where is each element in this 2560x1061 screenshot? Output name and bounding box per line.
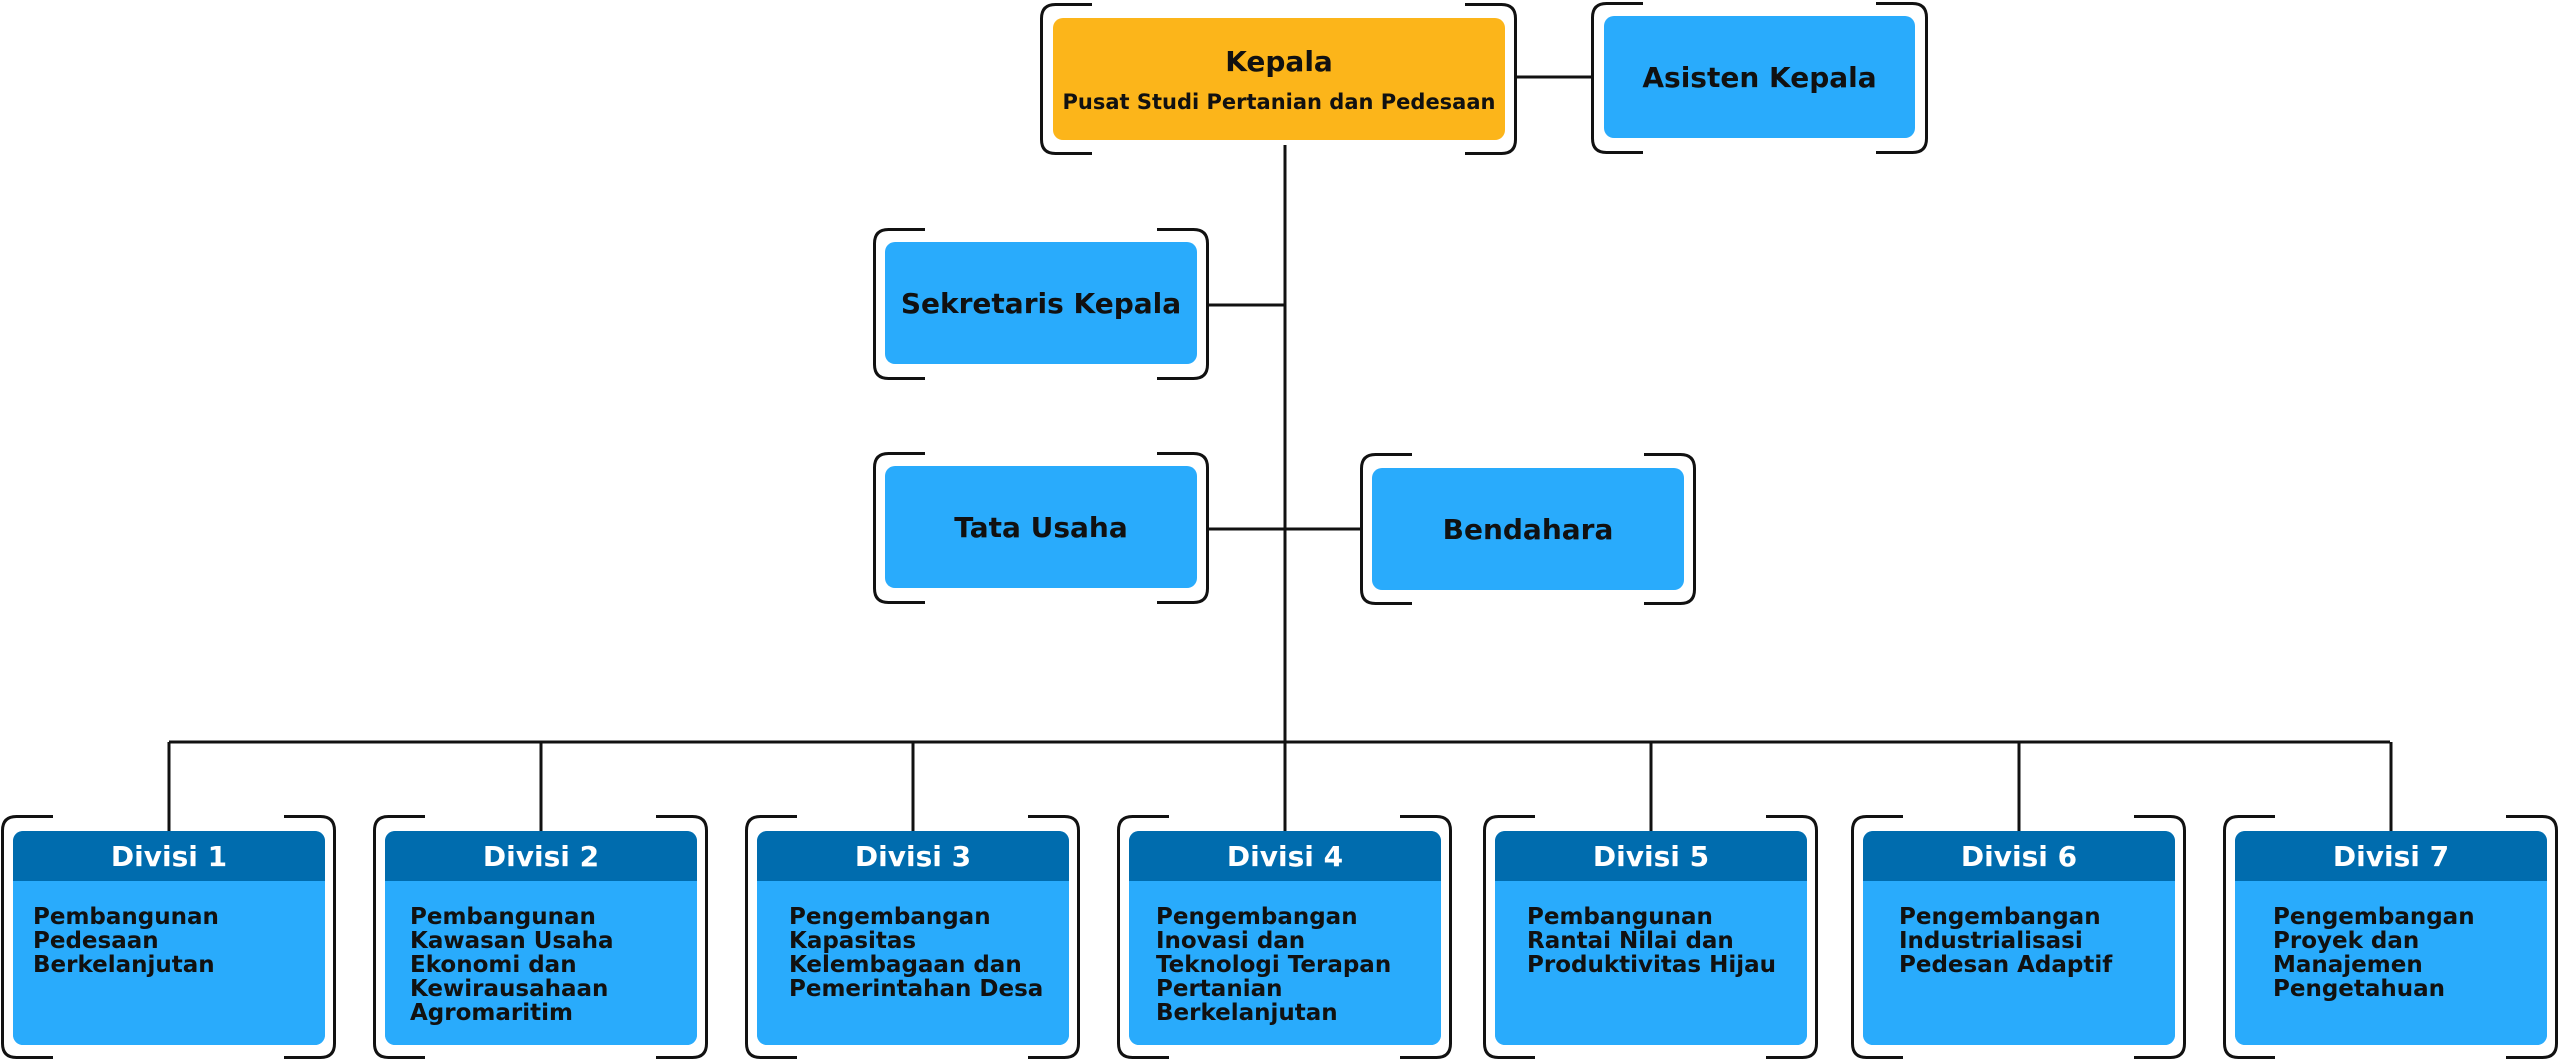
kepala-frame: [1040, 3, 1517, 155]
kepala-title: Kepala: [1225, 44, 1333, 78]
corner-brackets: [2223, 815, 2558, 1059]
division-card-4[interactable]: Divisi 4 Pengembangan Inovasi dan Teknol…: [1129, 831, 1441, 1045]
sekretaris-kepala-label: Sekretaris Kepala: [900, 286, 1182, 320]
division-description: Pengembangan Inovasi dan Teknologi Terap…: [1156, 904, 1392, 1026]
division-title: Divisi 2: [385, 831, 697, 881]
division-frame: [373, 815, 708, 1059]
corner-brackets: [873, 452, 1209, 604]
kepala-box[interactable]: Kepala Pusat Studi Pertanian dan Pedesaa…: [1053, 18, 1505, 140]
division-frame: [745, 815, 1080, 1059]
division-card-1[interactable]: Divisi 1 Pembangunan Pedesaan Berkelanju…: [13, 831, 325, 1045]
division-card-2[interactable]: Divisi 2 Pembangunan Kawasan Usaha Ekono…: [385, 831, 697, 1045]
corner-brackets: [873, 228, 1209, 380]
division-description: Pengembangan Proyek dan Manajemen Penget…: [2273, 904, 2475, 1002]
division-card-5[interactable]: Divisi 5 Pembangunan Rantai Nilai dan Pr…: [1495, 831, 1807, 1045]
division-title: Divisi 7: [2235, 831, 2547, 881]
corner-brackets: [1, 815, 336, 1059]
tata-usaha-frame: [873, 452, 1209, 604]
bendahara-frame: [1360, 453, 1696, 605]
corner-brackets: [1360, 453, 1696, 605]
corner-brackets: [1591, 2, 1928, 154]
tata-usaha-label: Tata Usaha: [954, 510, 1128, 544]
corner-brackets: [1851, 815, 2186, 1059]
sekretaris-kepala-box[interactable]: Sekretaris Kepala: [885, 242, 1197, 364]
bendahara-label: Bendahara: [1442, 512, 1614, 546]
division-frame: [1117, 815, 1452, 1059]
division-title: Divisi 6: [1863, 831, 2175, 881]
division-title: Divisi 3: [757, 831, 1069, 881]
division-title: Divisi 4: [1129, 831, 1441, 881]
division-frame: [2223, 815, 2558, 1059]
sekretaris-frame: [873, 228, 1209, 380]
division-title: Divisi 5: [1495, 831, 1807, 881]
corner-brackets: [745, 815, 1080, 1059]
asisten-kepala-box[interactable]: Asisten Kepala: [1604, 16, 1915, 138]
division-description: Pembangunan Pedesaan Berkelanjutan: [33, 904, 219, 978]
division-description: Pengembangan Industrialisasi Pedesan Ada…: [1899, 904, 2113, 978]
kepala-subtitle: Pusat Studi Pertanian dan Pedesaan: [1062, 89, 1496, 114]
tata-usaha-box[interactable]: Tata Usaha: [885, 466, 1197, 588]
division-description: Pengembangan Kapasitas Kelembagaan dan P…: [789, 904, 1044, 1002]
division-frame: [1851, 815, 2186, 1059]
corner-brackets: [1483, 815, 1818, 1059]
bendahara-box[interactable]: Bendahara: [1372, 468, 1684, 590]
division-description: Pembangunan Rantai Nilai dan Produktivit…: [1527, 904, 1777, 978]
division-card-3[interactable]: Divisi 3 Pengembangan Kapasitas Kelembag…: [757, 831, 1069, 1045]
division-frame: [1483, 815, 1818, 1059]
division-description: Pembangunan Kawasan Usaha Ekonomi dan Ke…: [410, 904, 614, 1026]
division-frame: [1, 815, 336, 1059]
corner-brackets: [1040, 3, 1517, 155]
corner-brackets: [373, 815, 708, 1059]
division-card-6[interactable]: Divisi 6 Pengembangan Industrialisasi Pe…: [1863, 831, 2175, 1045]
asisten-frame: [1591, 2, 1928, 154]
asisten-kepala-label: Asisten Kepala: [1642, 60, 1877, 94]
division-card-7[interactable]: Divisi 7 Pengembangan Proyek dan Manajem…: [2235, 831, 2547, 1045]
corner-brackets: [1117, 815, 1452, 1059]
division-title: Divisi 1: [13, 831, 325, 881]
